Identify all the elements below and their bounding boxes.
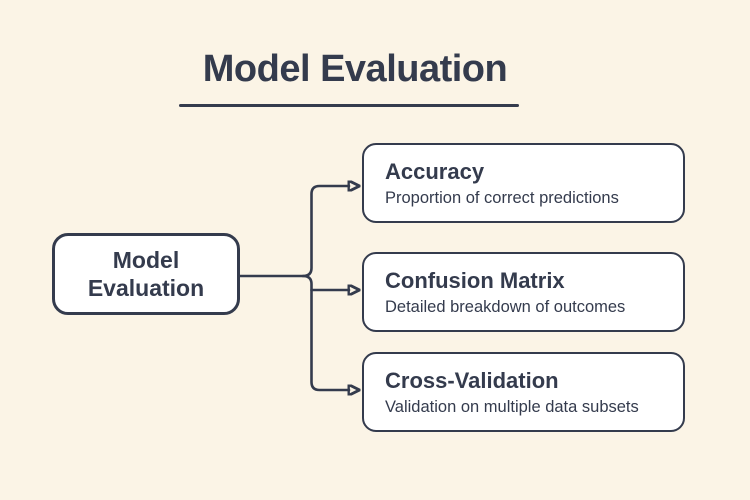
connector-cross-validation <box>301 274 349 390</box>
branch-title: Confusion Matrix <box>385 268 565 294</box>
connector-accuracy <box>238 186 349 278</box>
branch-description: Proportion of correct predictions <box>385 189 619 208</box>
root-node-label: Model Evaluation <box>87 246 205 301</box>
page-title: Model Evaluation <box>202 48 508 90</box>
branch-box-accuracy: Accuracy Proportion of correct predictio… <box>362 143 685 223</box>
branch-description: Validation on multiple data subsets <box>385 398 639 417</box>
branch-description: Detailed breakdown of outcomes <box>385 298 626 317</box>
branch-title: Accuracy <box>385 159 485 185</box>
title-underline <box>179 104 519 107</box>
branch-box-cross-validation: Cross-Validation Validation on multiple … <box>362 352 685 432</box>
branch-box-confusion-matrix: Confusion Matrix Detailed breakdown of o… <box>362 252 685 332</box>
root-node: Model Evaluation <box>52 233 240 315</box>
branch-title: Cross-Validation <box>385 368 559 394</box>
